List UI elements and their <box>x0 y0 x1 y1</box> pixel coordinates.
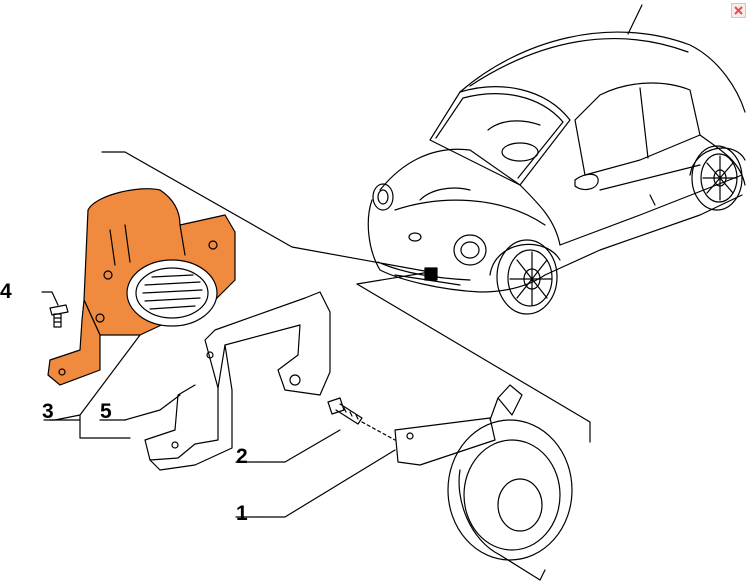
part-4-screw <box>49 304 69 328</box>
callout-underlines <box>43 419 259 518</box>
callout-3: 3 <box>42 400 54 423</box>
close-button[interactable] <box>731 3 746 18</box>
close-icon <box>734 6 743 15</box>
callout-2: 2 <box>236 445 248 468</box>
callout-1: 1 <box>236 502 248 525</box>
part-2-bolt <box>327 397 396 441</box>
part-3-buzzer <box>47 188 236 386</box>
callout-4: 4 <box>0 280 12 303</box>
part-5-bracket <box>144 291 331 471</box>
callout-5: 5 <box>100 400 112 423</box>
car-illustration <box>367 4 746 315</box>
part-1-horn <box>394 384 573 581</box>
